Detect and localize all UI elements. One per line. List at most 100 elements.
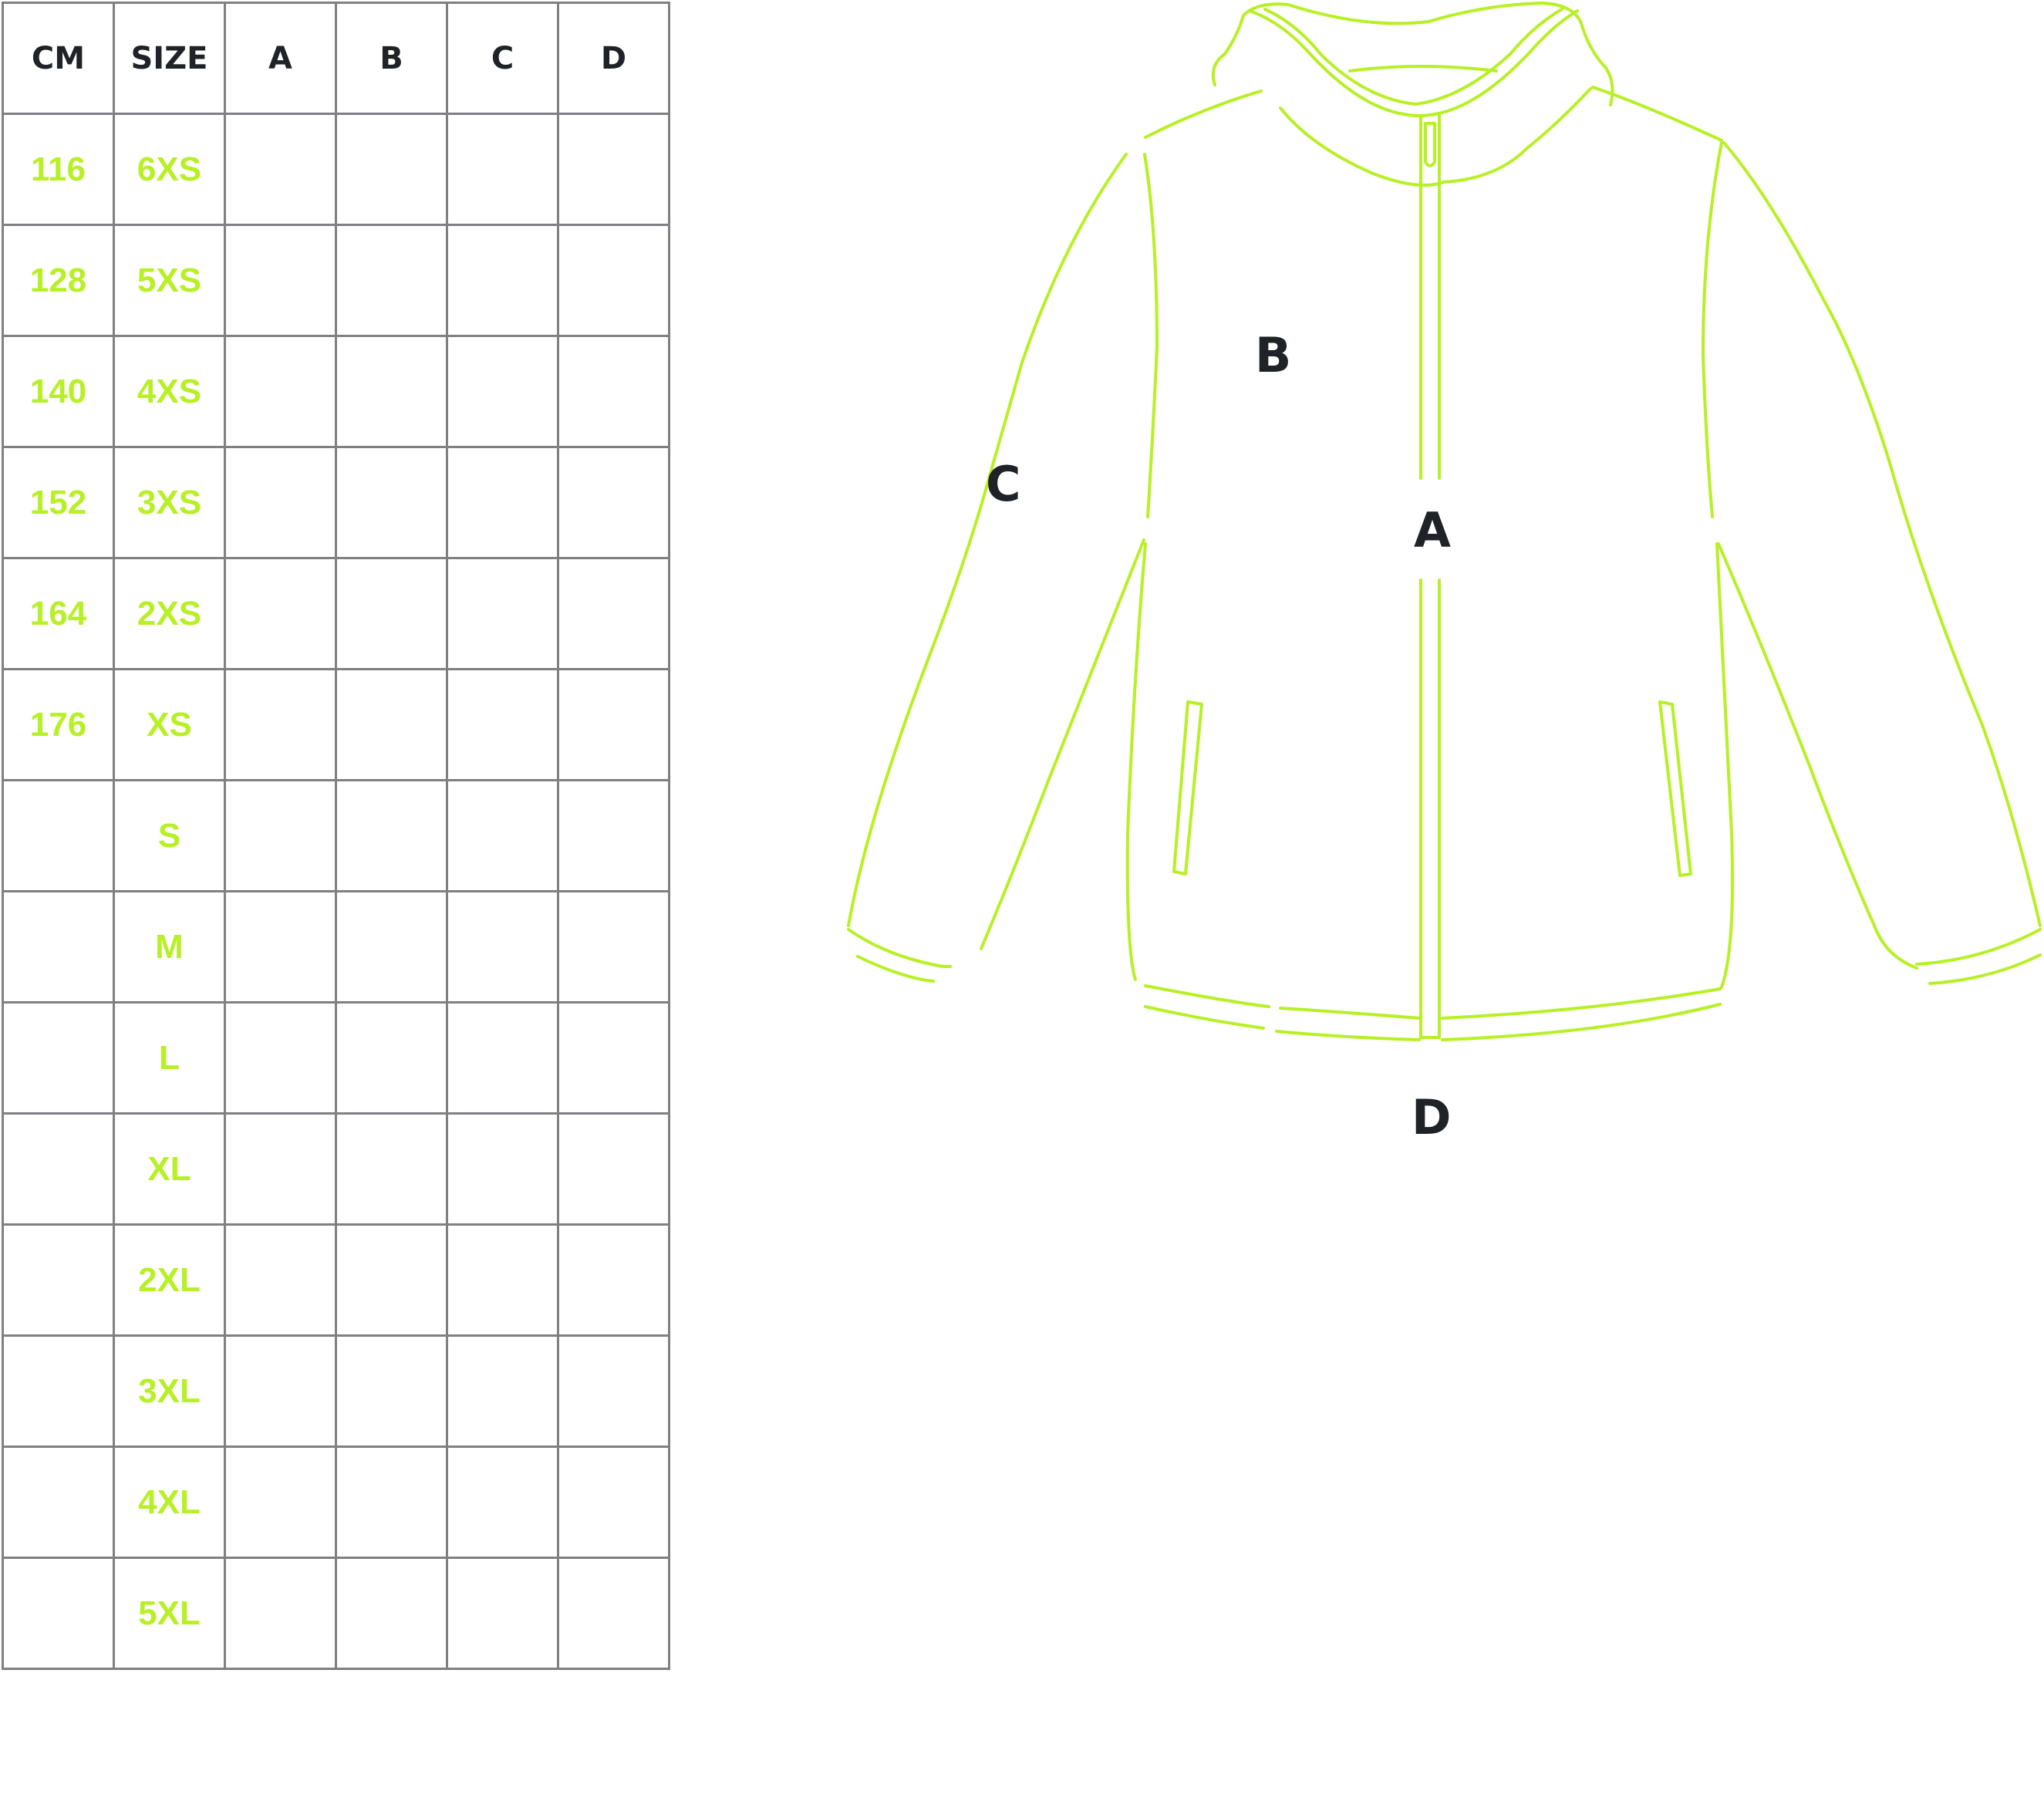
d-cell [557, 113, 670, 226]
d-cell [557, 557, 670, 670]
table-row: XL [2, 1112, 670, 1226]
left-sleeve-outer [847, 153, 1128, 927]
b-cell [335, 1223, 448, 1337]
table-row: 116 6XS [2, 113, 670, 226]
table-row: 4XL [2, 1445, 670, 1559]
header-a: A [224, 2, 337, 115]
c-cell [446, 1112, 559, 1226]
b-cell [335, 224, 448, 337]
cm-cell [2, 890, 115, 1004]
right-cuff [1915, 928, 2042, 966]
b-cell [335, 1557, 448, 1670]
a-cell [224, 1445, 337, 1559]
cm-cell [2, 1223, 115, 1337]
b-cell [335, 668, 448, 781]
header-size: SIZE [113, 2, 226, 115]
c-cell [446, 668, 559, 781]
b-cell [335, 1112, 448, 1226]
cm-cell: 176 [2, 668, 115, 781]
label-b: B [1255, 327, 1292, 383]
a-cell [224, 446, 337, 559]
hood-outline [1211, 2, 1614, 106]
size-cell: 6XS [113, 113, 226, 226]
a-cell [224, 1001, 337, 1115]
size-cell: 2XS [113, 557, 226, 670]
table-row: 3XL [2, 1334, 670, 1448]
header-cm: CM [2, 2, 115, 115]
d-cell [557, 446, 670, 559]
a-cell [224, 1334, 337, 1448]
size-chart-table: CM SIZE A B C D 116 6XS 128 5XS 140 4XS … [2, 2, 670, 1670]
right-pocket [1658, 700, 1692, 877]
right-cuff-2 [1928, 953, 2042, 985]
size-cell: 3XS [113, 446, 226, 559]
body-right-lower [1715, 542, 1735, 989]
a-cell [224, 668, 337, 781]
left-cuff-2 [856, 955, 935, 983]
b-cell [335, 335, 448, 448]
right-shoulder [1591, 86, 1723, 142]
size-cell: XS [113, 668, 226, 781]
b-cell [335, 113, 448, 226]
b-cell [335, 1445, 448, 1559]
left-cuff [847, 928, 952, 968]
size-cell: 4XL [113, 1445, 226, 1559]
c-cell [446, 335, 559, 448]
size-cell: S [113, 779, 226, 892]
header-b: B [335, 2, 448, 115]
d-cell [557, 890, 670, 1004]
cm-cell [2, 1334, 115, 1448]
hem-top [1144, 984, 1722, 1020]
table-row: 2XL [2, 1223, 670, 1337]
label-a: A [1414, 502, 1451, 558]
c-cell [446, 779, 559, 892]
table-row: 140 4XS [2, 335, 670, 448]
d-cell [557, 779, 670, 892]
a-cell [224, 113, 337, 226]
size-cell: 5XS [113, 224, 226, 337]
header-c: C [446, 2, 559, 115]
body-right-side [1702, 141, 1723, 518]
size-cell: L [113, 1001, 226, 1115]
a-cell [224, 224, 337, 337]
hem-bottom [1144, 1003, 1722, 1041]
cm-cell: 152 [2, 446, 115, 559]
d-cell [557, 1223, 670, 1337]
c-cell [446, 1334, 559, 1448]
collar-right [1442, 87, 1592, 184]
c-cell [446, 1001, 559, 1115]
d-cell [557, 1001, 670, 1115]
jacket-outline-diagram [847, 2, 2042, 1041]
table-row: M [2, 890, 670, 1004]
cm-cell: 116 [2, 113, 115, 226]
hood-opening [1348, 65, 1498, 73]
a-cell [224, 890, 337, 1004]
right-sleeve-outer [1722, 141, 2042, 927]
left-shoulder [1144, 89, 1263, 139]
cm-cell [2, 1112, 115, 1226]
table-row: 164 2XS [2, 557, 670, 670]
a-cell [224, 779, 337, 892]
c-cell [446, 446, 559, 559]
size-cell: 4XS [113, 335, 226, 448]
table-row: 152 3XS [2, 446, 670, 559]
size-cell: 5XL [113, 1557, 226, 1670]
size-cell: M [113, 890, 226, 1004]
right-sleeve-inner [1717, 542, 1918, 970]
header-d: D [557, 2, 670, 115]
a-cell [224, 1557, 337, 1670]
table-header-row: CM SIZE A B C D [2, 2, 670, 115]
b-cell [335, 557, 448, 670]
d-cell [557, 668, 670, 781]
c-cell [446, 1223, 559, 1337]
cm-cell [2, 1557, 115, 1670]
size-cell: 2XL [113, 1223, 226, 1337]
cm-cell: 140 [2, 335, 115, 448]
hood-inner-seam [1248, 9, 1579, 117]
d-cell [557, 335, 670, 448]
c-cell [446, 1557, 559, 1670]
b-cell [335, 1001, 448, 1115]
left-sleeve-inner [980, 538, 1145, 950]
size-cell: XL [113, 1112, 226, 1226]
table-row: L [2, 1001, 670, 1115]
